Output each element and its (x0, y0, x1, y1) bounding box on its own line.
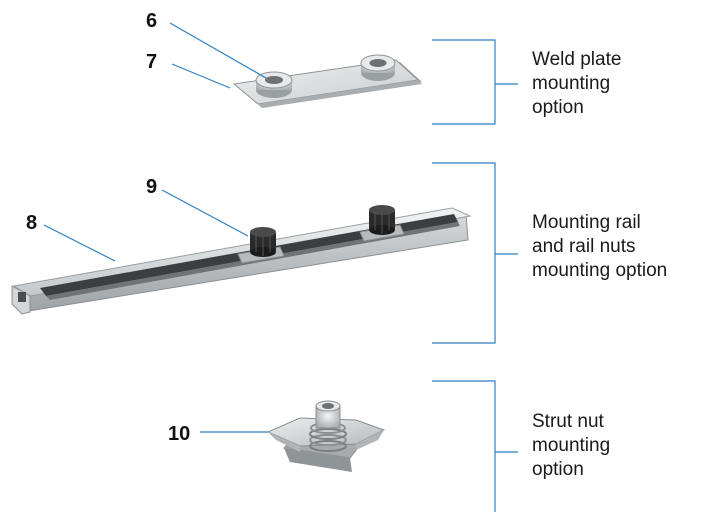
label-line: option (532, 97, 584, 118)
label-line: Mounting rail (532, 212, 641, 233)
rail-nut-right (359, 205, 405, 242)
weld-plate-boss-left (255, 71, 293, 98)
callout-9: 9 (146, 176, 157, 198)
strut-nut-image (266, 400, 386, 472)
weld-plate-boss-right (360, 54, 396, 81)
callout-10: 10 (168, 423, 190, 445)
strut-nut-option-label: Strut nut mounting option (532, 410, 610, 482)
bracket-weld-plate (432, 39, 518, 125)
leader-line-6 (169, 22, 267, 79)
mounting-rail-option-label: Mounting rail and rail nuts mounting opt… (532, 211, 667, 283)
label-line: mounting (532, 73, 611, 94)
label-line: option (532, 459, 584, 480)
bracket-strut-nut (432, 380, 518, 512)
label-line: Strut nut (532, 411, 604, 432)
weld-plate-option-label: Weld plate mounting option (532, 48, 621, 120)
label-line: mounting option (532, 260, 668, 281)
label-line: mounting (532, 435, 611, 456)
leader-line-7 (171, 63, 231, 89)
leader-line-8 (43, 224, 116, 262)
callout-6: 6 (146, 10, 157, 32)
bracket-mounting-rail (432, 162, 518, 344)
callout-7: 7 (146, 51, 157, 73)
rail-nut-left (237, 227, 285, 264)
label-line: and rail nuts (532, 236, 636, 257)
callout-8: 8 (26, 212, 37, 234)
leader-line-9 (161, 189, 249, 237)
weld-plate-image (232, 54, 422, 108)
label-line: Weld plate (532, 49, 622, 70)
